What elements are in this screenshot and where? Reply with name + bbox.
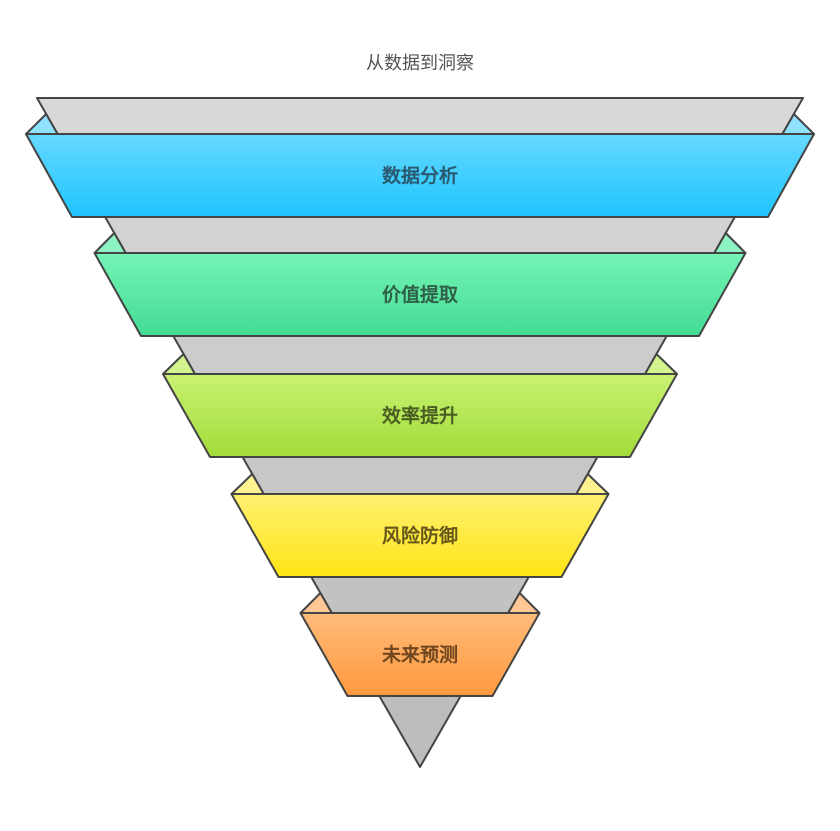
- funnel-stage-band: [230, 493, 610, 578]
- stage-label: 效率提升: [382, 404, 458, 427]
- funnel-tip: [377, 693, 463, 768]
- diagram-title: 从数据到洞察: [366, 53, 474, 74]
- funnel-gray-segment: [36, 97, 804, 140]
- funnel-stage-band: [162, 373, 678, 458]
- stage-label: 风险防御: [382, 524, 458, 547]
- funnel-gray-segment: [171, 333, 669, 380]
- stage-label: 价值提取: [382, 283, 458, 306]
- funnel-gray-segment: [102, 214, 738, 259]
- stage-label: 数据分析: [382, 164, 458, 187]
- funnel-stage-band: [93, 252, 747, 337]
- stage-label: 未来预测: [381, 643, 458, 666]
- funnel-stage-band: [25, 133, 815, 218]
- funnel-gray-segment: [240, 454, 600, 500]
- funnel-stage-band: [299, 612, 541, 697]
- funnel-gray-segment: [309, 574, 531, 619]
